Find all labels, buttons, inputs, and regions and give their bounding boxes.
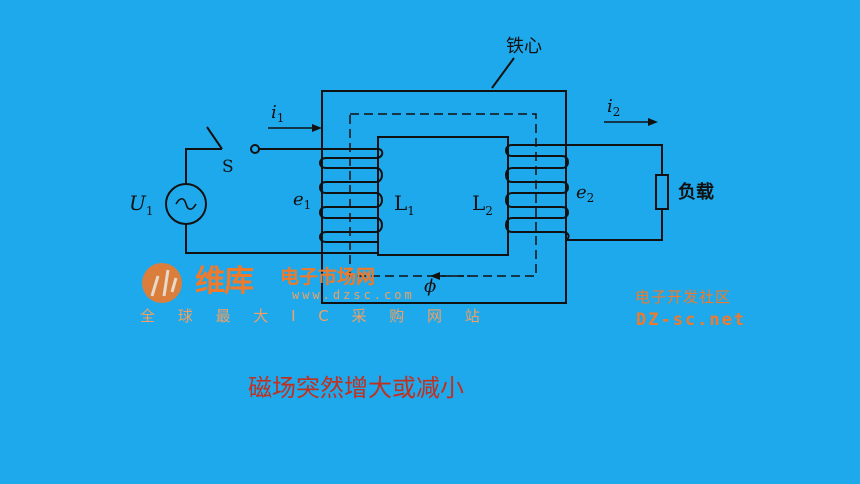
ac-wave [175, 197, 197, 211]
watermark-logo-icon [142, 263, 182, 303]
switch-blade [206, 126, 223, 150]
load-resistor [655, 174, 669, 210]
source-label: U1 [129, 191, 154, 218]
emf2-label: e2 [576, 182, 594, 205]
watermark-brand-big: 维库 [195, 264, 254, 299]
watermark-right-line2: DZ-sc.net [636, 310, 747, 330]
caption-text: 磁场突然增大或减小 [248, 374, 464, 402]
watermark-right-line1: 电子开发社区 [635, 288, 732, 306]
flux-label: ϕ [424, 276, 436, 297]
secondary-coil [505, 144, 570, 241]
watermark-url: www.dzsc.com [292, 288, 415, 302]
current-out-arrowhead [648, 118, 658, 126]
core-label: 铁心 [506, 36, 542, 57]
core-inner [377, 136, 509, 256]
secondary-wire-bottom [566, 209, 663, 241]
current-out-label: i2 [607, 96, 620, 119]
primary-wire-bottom [185, 224, 378, 254]
primary-coil [319, 148, 384, 253]
watermark-tagline: 全 球 最 大 I C 采 购 网 站 [140, 307, 489, 325]
switch-label: S [222, 157, 234, 177]
primary-wire-top-left [185, 148, 222, 195]
load-label: 负载 [678, 181, 714, 203]
core-outer [321, 90, 567, 304]
switch-contact [250, 144, 260, 154]
flux-arrowhead [430, 272, 440, 280]
watermark-brand-rest: 电子市场网 [280, 266, 376, 288]
core-leader-line [491, 57, 515, 89]
coil2-label: L2 [472, 191, 493, 218]
secondary-wire [566, 144, 663, 175]
current-in-arrowhead [312, 124, 322, 132]
coil1-label: L1 [394, 191, 415, 218]
current-in-label: i1 [271, 102, 284, 125]
emf1-label: e1 [293, 189, 311, 212]
